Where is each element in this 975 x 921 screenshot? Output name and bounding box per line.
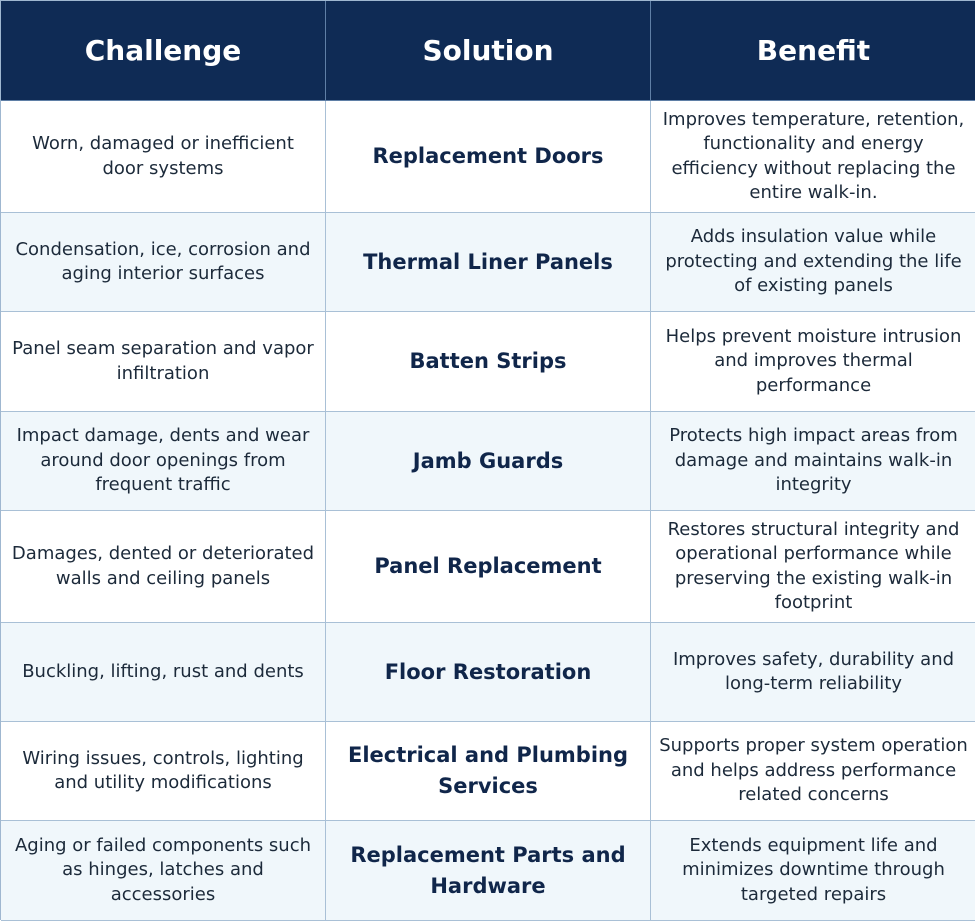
header-challenge: Challenge bbox=[1, 1, 326, 101]
header-solution: Solution bbox=[326, 1, 651, 101]
row-3-benefit: Helps prevent moisture intrusion and imp… bbox=[651, 312, 975, 412]
row-4-challenge: Impact damage, dents and wear around doo… bbox=[1, 412, 326, 511]
row-5-solution: Panel Replacement bbox=[326, 511, 651, 623]
row-5-challenge: Damages, dented or deteriorated walls an… bbox=[1, 511, 326, 623]
row-6-benefit: Improves safety, durability and long-ter… bbox=[651, 623, 975, 722]
row-1-benefit: Improves temperature, retention, functio… bbox=[651, 101, 975, 213]
header-benefit: Benefit bbox=[651, 1, 975, 101]
row-8-solution: Replacement Parts and Hardware bbox=[326, 821, 651, 921]
row-4-benefit: Protects high impact areas from damage a… bbox=[651, 412, 975, 511]
row-1-challenge: Worn, damaged or inefficient door system… bbox=[1, 101, 326, 213]
row-2-benefit: Adds insulation value while protecting a… bbox=[651, 213, 975, 312]
row-6-solution: Floor Restoration bbox=[326, 623, 651, 722]
row-6-challenge: Buckling, lifting, rust and dents bbox=[1, 623, 326, 722]
row-7-challenge: Wiring issues, controls, lighting and ut… bbox=[1, 722, 326, 821]
row-8-benefit: Extends equipment life and minimizes dow… bbox=[651, 821, 975, 921]
row-2-solution: Thermal Liner Panels bbox=[326, 213, 651, 312]
row-8-challenge: Aging or failed components such as hinge… bbox=[1, 821, 326, 921]
row-3-challenge: Panel seam separation and vapor infiltra… bbox=[1, 312, 326, 412]
row-1-solution: Replacement Doors bbox=[326, 101, 651, 213]
row-7-solution: Electrical and Plumbing Services bbox=[326, 722, 651, 821]
row-4-solution: Jamb Guards bbox=[326, 412, 651, 511]
row-3-solution: Batten Strips bbox=[326, 312, 651, 412]
row-2-challenge: Condensation, ice, corrosion and aging i… bbox=[1, 213, 326, 312]
row-5-benefit: Restores structural integrity and operat… bbox=[651, 511, 975, 623]
row-7-benefit: Supports proper system operation and hel… bbox=[651, 722, 975, 821]
